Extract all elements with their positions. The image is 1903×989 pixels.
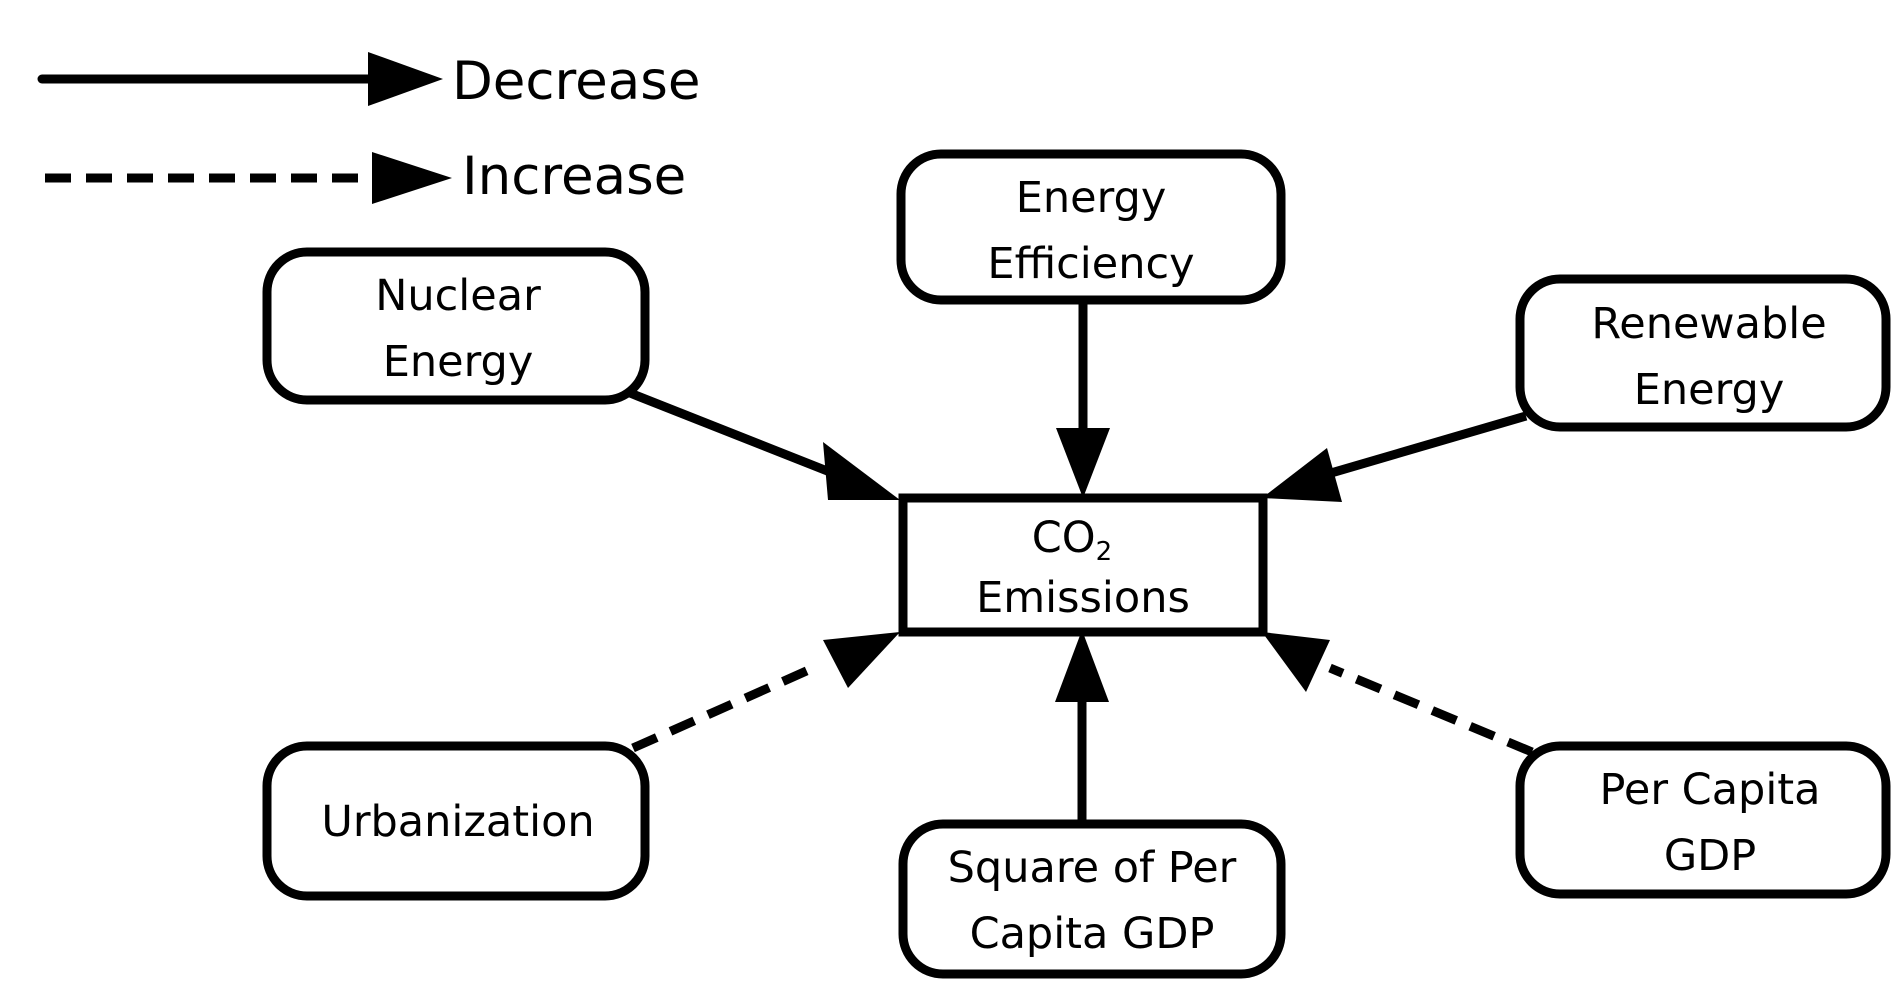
legend-decrease-label: Decrease: [452, 51, 701, 112]
node-label-line1: Nuclear: [375, 271, 541, 321]
node-label-line2: Emissions: [976, 573, 1190, 623]
legend-dashed-arrow-head: [372, 152, 452, 204]
legend-solid-arrow-head: [368, 52, 443, 106]
node-box: [898, 819, 1286, 979]
node-label-line2: Efficiency: [987, 239, 1194, 289]
legend-increase: Increase: [45, 146, 686, 207]
node-box: [262, 247, 650, 405]
co2-subscript: 2: [1096, 537, 1113, 567]
node-box: [896, 149, 1286, 305]
node-box: [262, 741, 650, 901]
edge-energy-efficiency: [1056, 296, 1110, 498]
edge-square-per-capita-gdp: [1055, 630, 1109, 822]
co2-text: CO: [1032, 513, 1096, 563]
node-label-line1: Square of Per: [948, 843, 1237, 893]
node-square-per-capita-gdp: Square of Per Capita GDP: [898, 819, 1286, 979]
edges: [628, 296, 1534, 822]
node-label-line2: Energy: [1634, 365, 1785, 415]
legend: Decrease Increase: [37, 51, 701, 207]
edge-line: [1328, 663, 1534, 757]
node-urbanization: Urbanization: [262, 741, 650, 901]
node-box: [1515, 274, 1891, 432]
edge-line: [628, 388, 847, 483]
node-nuclear-energy: Nuclear Energy: [262, 247, 650, 405]
node-energy-efficiency: Energy Efficiency: [896, 149, 1286, 305]
legend-increase-label: Increase: [462, 146, 686, 207]
node-label-line2: Energy: [383, 337, 534, 387]
node-co2-emissions: CO2 Emissions: [898, 493, 1268, 637]
edge-line: [1312, 411, 1528, 483]
edge-arrow-head: [1262, 632, 1330, 692]
node-box: [898, 493, 1268, 637]
edge-arrow-head: [823, 442, 900, 500]
edge-arrow-head: [1056, 428, 1110, 498]
edge-arrow-head: [1055, 630, 1109, 702]
node-label-line1: Per Capita: [1599, 765, 1820, 815]
edge-urbanization: [631, 632, 900, 753]
node-label-line1: Renewable: [1591, 299, 1826, 349]
node-label-line2: Capita GDP: [970, 909, 1215, 959]
node-box: [1515, 741, 1891, 899]
node-label-line1: CO2: [1032, 513, 1112, 567]
edge-arrow-head: [1262, 448, 1342, 502]
nodes: Energy Efficiency Nuclear Energy Renewab…: [262, 149, 1891, 979]
node-renewable-energy: Renewable Energy: [1515, 274, 1891, 432]
node-label-line1: Urbanization: [321, 797, 594, 847]
edge-renewable-energy: [1262, 411, 1528, 502]
legend-decrease: Decrease: [37, 51, 701, 112]
edge-per-capita-gdp: [1262, 632, 1534, 757]
edge-nuclear-energy: [628, 388, 900, 500]
node-per-capita-gdp: Per Capita GDP: [1515, 741, 1891, 899]
node-label-line2: GDP: [1664, 831, 1756, 881]
node-label-line1: Energy: [1016, 173, 1167, 223]
edge-arrow-head: [823, 632, 900, 688]
edge-line: [631, 660, 822, 753]
